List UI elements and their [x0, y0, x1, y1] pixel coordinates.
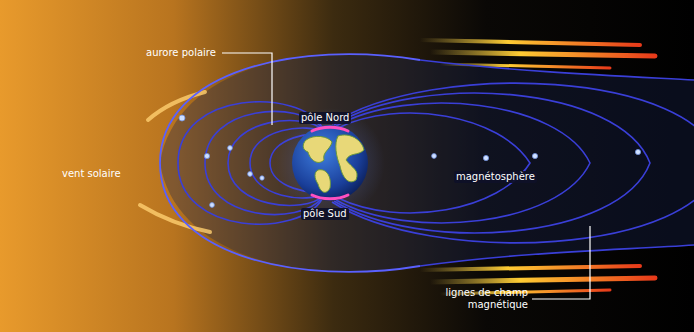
region-label: vent solaire — [62, 168, 121, 180]
callout-label: aurore polaire — [146, 47, 216, 59]
pole-label: pôle Nord — [299, 112, 351, 124]
pole-label: pôle Sud — [301, 208, 349, 220]
region-label: magnétosphère — [454, 171, 537, 183]
callout-label: lignes de champ magnétique — [432, 287, 528, 311]
